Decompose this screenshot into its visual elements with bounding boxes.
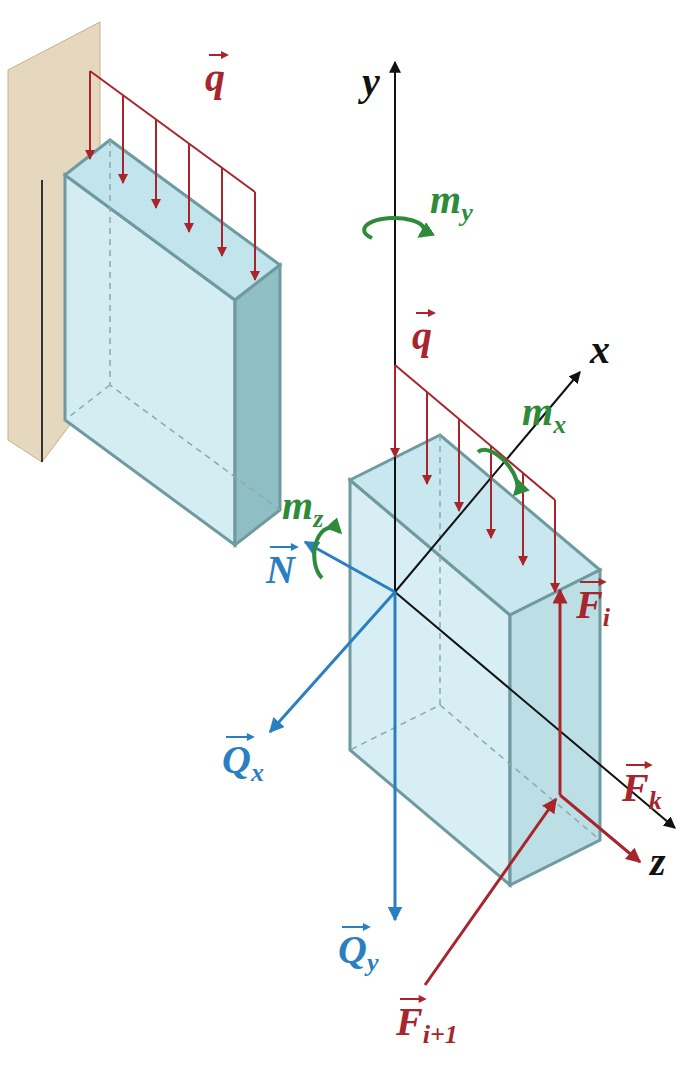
distributed-load: [395, 365, 555, 592]
symbol: y: [362, 62, 380, 102]
load-label: q: [205, 58, 225, 98]
axis-label: x: [590, 330, 610, 370]
symbol: N: [266, 550, 295, 590]
external-forces: [425, 590, 640, 985]
subscript: y: [367, 948, 379, 977]
subscript: z: [313, 504, 323, 533]
distributed-load: [90, 71, 255, 280]
vector-arrow: [222, 731, 259, 743]
symbol: F: [576, 585, 603, 625]
vector-arrow: [338, 921, 375, 933]
symbol: Q: [222, 740, 251, 780]
symbol: F: [396, 1002, 423, 1042]
force-label: Fi+1: [396, 1002, 458, 1048]
vector-arrow: [576, 576, 611, 588]
symbol: F: [622, 768, 649, 808]
vector-arrow: [622, 759, 657, 771]
vector-arrow: [205, 49, 233, 61]
symbol: m: [282, 486, 313, 526]
moment-label: mz: [282, 486, 323, 532]
symbol: q: [412, 316, 432, 356]
subscript: i+1: [423, 1020, 458, 1049]
symbol: q: [205, 58, 225, 98]
vector-arrow: [412, 307, 440, 319]
axes: [395, 62, 675, 828]
force-label: Qx: [222, 740, 264, 786]
moment-label: my: [430, 180, 473, 226]
axis-label: y: [362, 62, 380, 102]
force-label: Fk: [622, 768, 662, 814]
axis-label: z: [650, 842, 666, 882]
moment-arrows: [314, 218, 517, 578]
symbol: Q: [338, 930, 367, 970]
symbol: m: [430, 180, 461, 220]
beam-part-fixed: [65, 140, 280, 545]
load-label: q: [412, 316, 432, 356]
force-label: Qy: [338, 930, 378, 976]
symbol: z: [650, 842, 666, 882]
symbol: x: [590, 330, 610, 370]
subscript: k: [649, 786, 662, 815]
subscript: x: [251, 758, 264, 787]
moment-label: mx: [522, 392, 566, 438]
vector-arrow: [396, 993, 431, 1005]
vector-arrow: [266, 541, 303, 553]
subscript: x: [553, 410, 566, 439]
wall-edge: [41, 180, 43, 462]
symbol: m: [522, 392, 553, 432]
force-label: Fi: [576, 585, 610, 631]
subscript: i: [603, 603, 610, 632]
force-label: N: [266, 550, 295, 590]
subscript: y: [461, 198, 473, 227]
internal-forces: [270, 542, 395, 920]
